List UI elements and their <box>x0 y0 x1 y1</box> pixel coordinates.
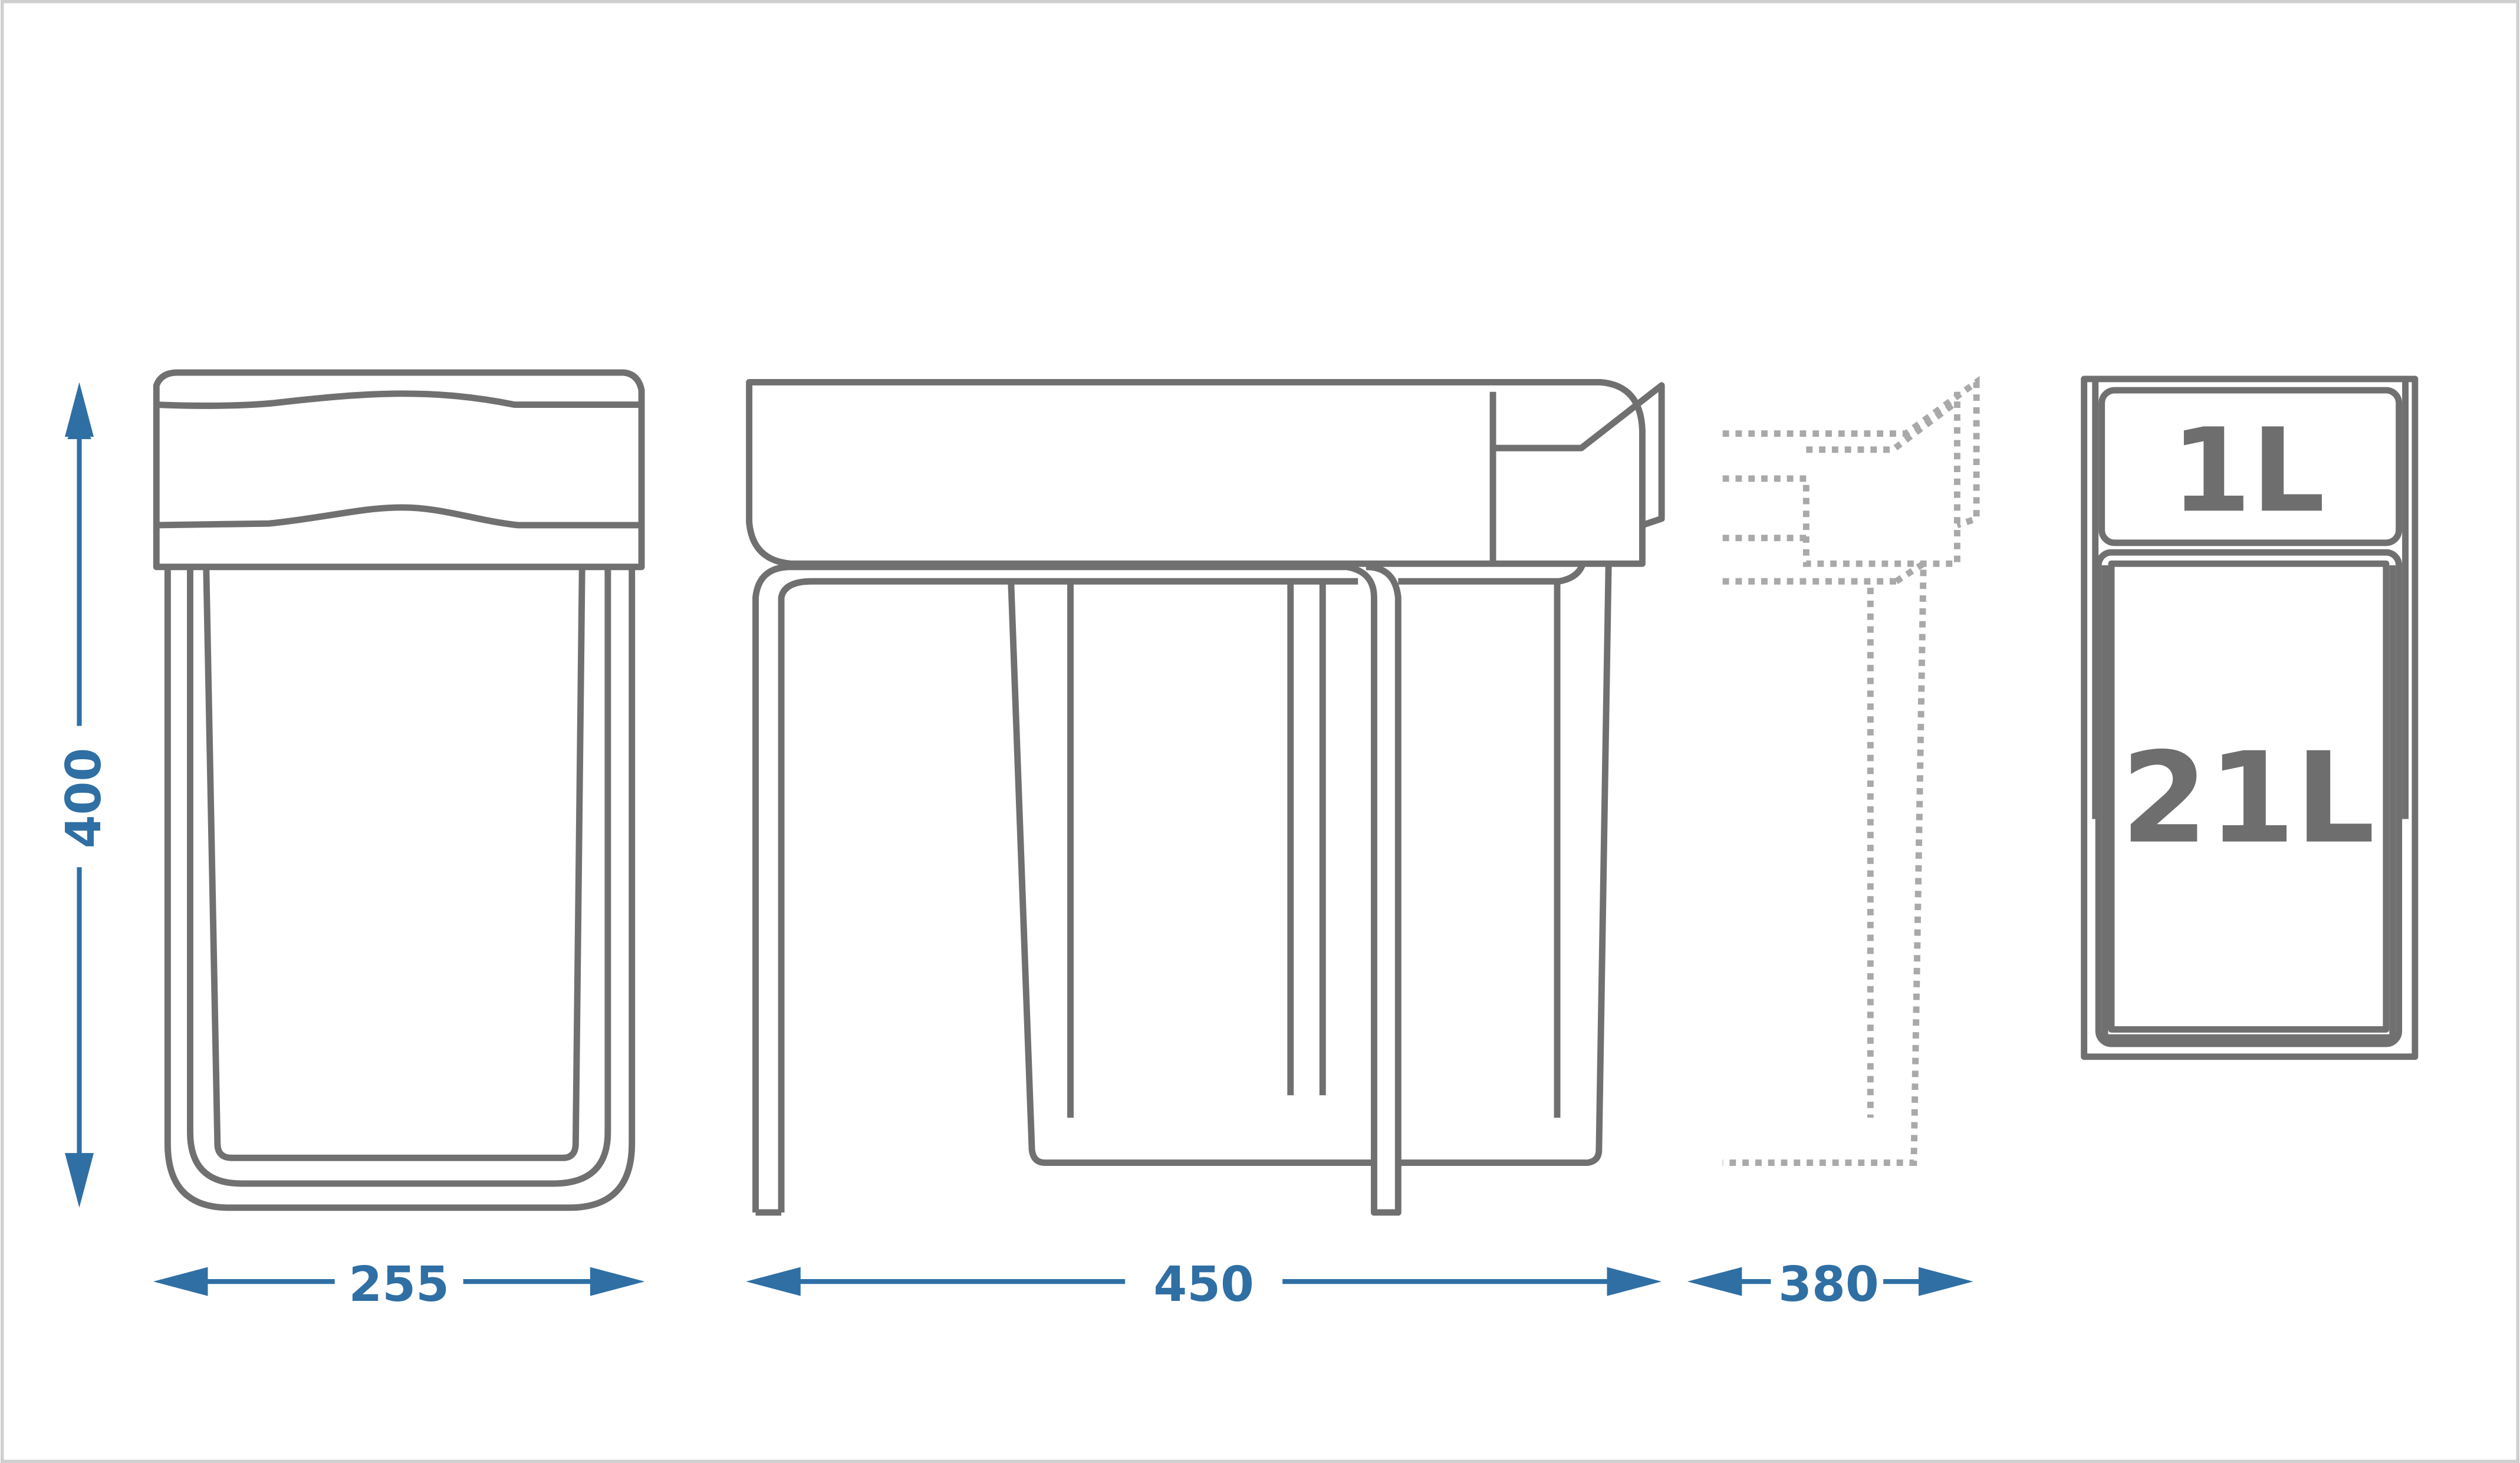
height-label: 400 <box>56 748 112 849</box>
depth-dimension: 450 <box>746 1257 1662 1313</box>
front-lid <box>153 369 645 571</box>
top-view-frame <box>2081 375 2419 1060</box>
extension-dimension: 380 <box>1687 1257 1973 1313</box>
side-left-leg <box>752 564 1402 1216</box>
extension-label: 380 <box>1778 1257 1879 1313</box>
front-inner-bucket <box>203 566 585 1161</box>
side-handle <box>1493 382 1665 529</box>
front-lid-bottom-curve <box>156 504 642 529</box>
side-lid <box>746 378 1646 567</box>
large-compartment-outer <box>2095 549 2403 1047</box>
extension-outline <box>1722 375 1980 1166</box>
top-view-bin <box>2081 375 2419 1060</box>
depth-label: 450 <box>1153 1257 1254 1313</box>
front-middle-body <box>187 566 611 1187</box>
height-dimension: 400 <box>56 382 112 1208</box>
small-compartment <box>2098 387 2403 546</box>
front-lid-top-curve <box>156 390 642 409</box>
front-outer-body <box>164 566 636 1211</box>
side-bucket <box>1008 581 1374 1166</box>
small-capacity-label: 1L <box>2171 404 2325 538</box>
front-view-bin <box>153 369 645 1211</box>
large-capacity-label: 21L <box>2121 726 2375 872</box>
width-dimension: 255 <box>153 1257 645 1313</box>
large-compartment-inner <box>2108 560 2390 1033</box>
width-label: 255 <box>348 1257 449 1313</box>
side-view-bin <box>746 378 1665 1216</box>
